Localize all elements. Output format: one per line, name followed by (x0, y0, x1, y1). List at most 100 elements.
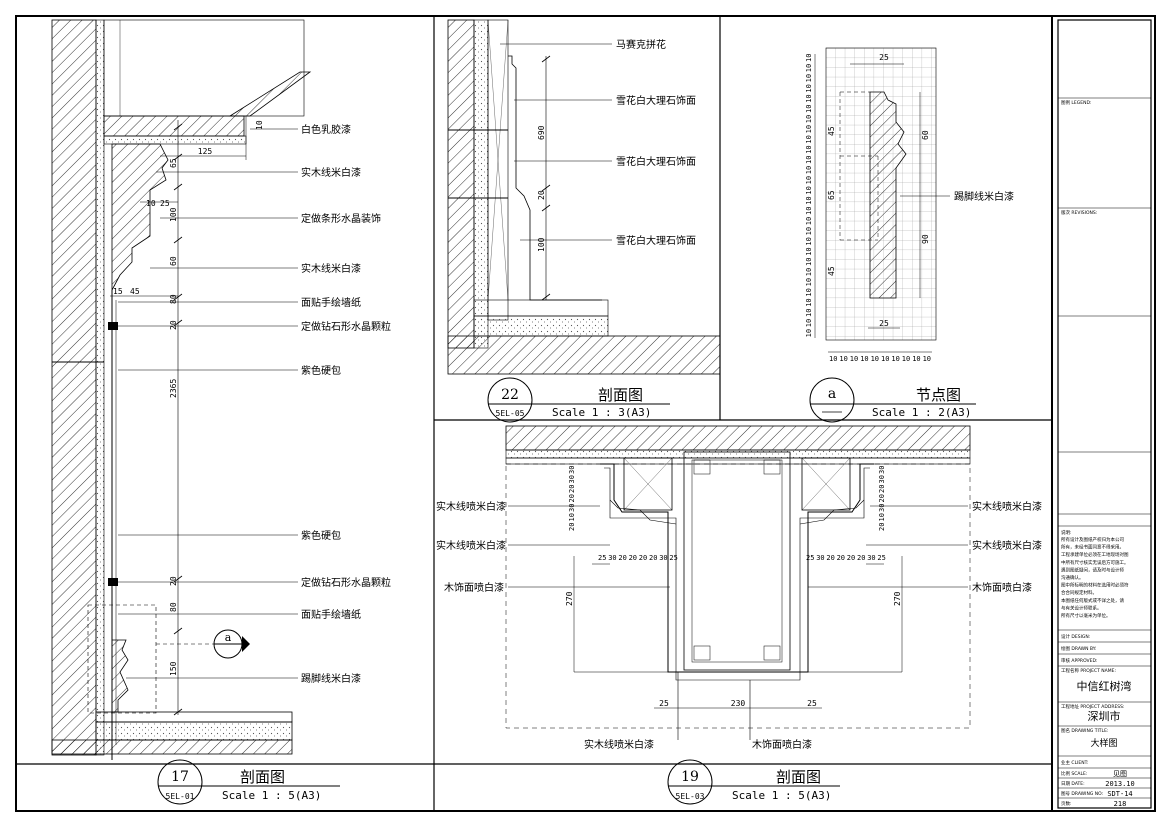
tb-scale: 见图 (1113, 770, 1127, 778)
dim-19-right-v: 30 (878, 475, 886, 483)
dim-a-inner-5: 45 (827, 266, 836, 276)
title-22-name: 剖面图 (598, 386, 643, 404)
dim-19-b1: 25 (659, 699, 669, 708)
dim-22-1: 690 (537, 125, 546, 140)
dim-19-left-v: 20 (568, 494, 576, 502)
dim-19-right-v: 20 (878, 494, 886, 502)
title-19: 19 5EL-03 剖面图 Scale 1 : 5(A3) (667, 759, 840, 805)
dim-a-left: 10 (805, 145, 813, 153)
callout-17-9: 定做钻石形水晶颗粒 (301, 576, 391, 589)
title-a-scale: Scale 1 : 2(A3) (872, 406, 971, 419)
dim-19-left-row: 20 (618, 554, 626, 562)
tb-note-line: 所有尺寸以毫米为单位。 (1061, 612, 1111, 619)
dim-a-left: 10 (805, 217, 813, 225)
callout-17-4: 实木线米白漆 (301, 262, 361, 275)
callout-19-l3: 木饰面喷白漆 (444, 581, 504, 594)
dim-19-right-v: 20 (878, 485, 886, 493)
dim-17-13: 20 (169, 576, 178, 586)
dim-a-bottom: 10 (923, 355, 931, 363)
drawing-17: a 白色乳胶漆 实木线米白漆 定做条形水晶装饰 实木线米白漆 面贴手绘墙纸 定做… (51, 19, 391, 760)
dim-a-bottom: 10 (912, 355, 920, 363)
callout-19-b1: 实木线喷米白漆 (584, 738, 654, 751)
dim-a-bottom: 10 (902, 355, 910, 363)
tb-project-label: 工程名称 PROJECT NAME: (1061, 667, 1116, 674)
callout-19-b2: 木饰面喷白漆 (752, 738, 812, 751)
dim-19-right-row: 20 (847, 554, 855, 562)
callout-19-r1: 实木线喷米白漆 (972, 500, 1042, 513)
dim-22-3: 100 (537, 237, 546, 252)
dim-a-left: 10 (805, 125, 813, 133)
callout-17-7: 紫色硬包 (301, 364, 341, 377)
dim-17-4: 25 (160, 199, 170, 208)
dim-17-1: 10 (255, 120, 264, 130)
dim-a-left: 10 (805, 278, 813, 286)
dim-19-right-v: 30 (878, 504, 886, 512)
dim-a-left: 10 (805, 135, 813, 143)
tb-title-label: 图名 DRAWING TITLE: (1061, 727, 1108, 734)
tb-revisions: 版次 REVISIONS: (1061, 209, 1097, 216)
dim-a-bottom: 10 (891, 355, 899, 363)
dim-a-left: 10 (805, 105, 813, 113)
title-22-scale: Scale 1 : 3(A3) (552, 406, 651, 419)
tb-note-line: 合合同规定材料。 (1061, 589, 1097, 596)
callout-17-10: 面贴手绘墙纸 (301, 608, 361, 621)
dim-19-right-row: 20 (826, 554, 834, 562)
dim-17-9: 45 (130, 287, 140, 296)
dim-a-left: 10 (805, 329, 813, 337)
title-22-ref: 5EL-05 (496, 409, 525, 418)
dim-17-14: 80 (169, 602, 178, 612)
dim-17-10: 80 (169, 294, 178, 304)
dim-a-left: 10 (805, 319, 813, 327)
tb-note-line: 沟通确认。 (1061, 574, 1084, 581)
tb-address: 深圳市 (1088, 709, 1121, 723)
callout-17-1: 白色乳胶漆 (301, 123, 351, 136)
tb-title: 大样图 (1090, 737, 1117, 749)
title-block: 图例 LEGEND: 版次 REVISIONS: 说明: 设计 DESIGN: … (1057, 19, 1152, 809)
dim-a-left: 10 (805, 196, 813, 204)
dim-19-right-v: 20 (878, 523, 886, 531)
callout-22-4: 雪花白大理石饰面 (616, 234, 696, 247)
dim-19-left-v: 30 (568, 504, 576, 512)
callout-19-r3: 木饰面喷白漆 (972, 581, 1032, 594)
dim-19-h1: 270 (565, 591, 574, 606)
dim-a-inner-3: 65 (827, 190, 836, 200)
dim-a-bottom: 10 (850, 355, 858, 363)
dim-19-b2: 230 (731, 699, 746, 708)
tb-legend: 图例 LEGEND: (1061, 99, 1091, 106)
title-19-num: 19 (681, 769, 699, 785)
title-17-scale: Scale 1 : 5(A3) (222, 789, 321, 802)
dim-19-left-row: 30 (659, 554, 667, 562)
callout-19-l2: 实木线喷米白漆 (436, 539, 506, 552)
tb-scale-label: 比例 SCALE: (1061, 770, 1087, 777)
title-a: a 节点图 Scale 1 : 2(A3) (809, 377, 976, 423)
tb-design: 设计 DESIGN: (1061, 633, 1090, 640)
callout-19-l1: 实木线喷米白漆 (436, 500, 506, 513)
dim-19-right-row: 20 (857, 554, 865, 562)
title-19-scale: Scale 1 : 5(A3) (732, 789, 831, 802)
dim-a-left: 10 (805, 84, 813, 92)
title-22-num: 22 (501, 387, 519, 403)
dim-a-left: 10 (805, 288, 813, 296)
dim-a-bottom: 10 (829, 355, 837, 363)
dim-19-left-v: 30 (568, 466, 576, 474)
tb-project: 中信红树湾 (1077, 679, 1132, 693)
dim-a-bottom: 10 (871, 355, 879, 363)
dim-a-left: 10 (805, 166, 813, 174)
tb-note-line: 遇到图纸疑问，请及时与设计师 (1061, 566, 1124, 573)
dim-17-7: 60 (169, 256, 178, 266)
dim-a-left: 10 (805, 298, 813, 306)
title-a-name: 节点图 (916, 386, 961, 404)
title-19-ref: 5EL-03 (676, 792, 705, 801)
dim-a-left: 10 (805, 207, 813, 215)
dim-a-bottom: 10 (839, 355, 847, 363)
tb-drawing-no-label: 图号 DRAWING NO: (1061, 791, 1103, 797)
dim-a-left: 10 (805, 94, 813, 102)
dim-17-8: 15 (113, 287, 123, 296)
dim-19-right-v: 10 (878, 513, 886, 521)
tb-drawing-no: SDT-14 (1107, 790, 1132, 798)
dim-a-left: 10 (805, 237, 813, 245)
tb-note-line: 所有，未经书面同意不得采用。 (1061, 544, 1124, 551)
drawing-19: 实木线喷米白漆 实木线喷米白漆 木饰面喷白漆 实木线喷米白漆 实木线喷米白漆 木… (436, 425, 1042, 751)
tb-client-label: 业主 CLIENT: (1061, 759, 1088, 766)
